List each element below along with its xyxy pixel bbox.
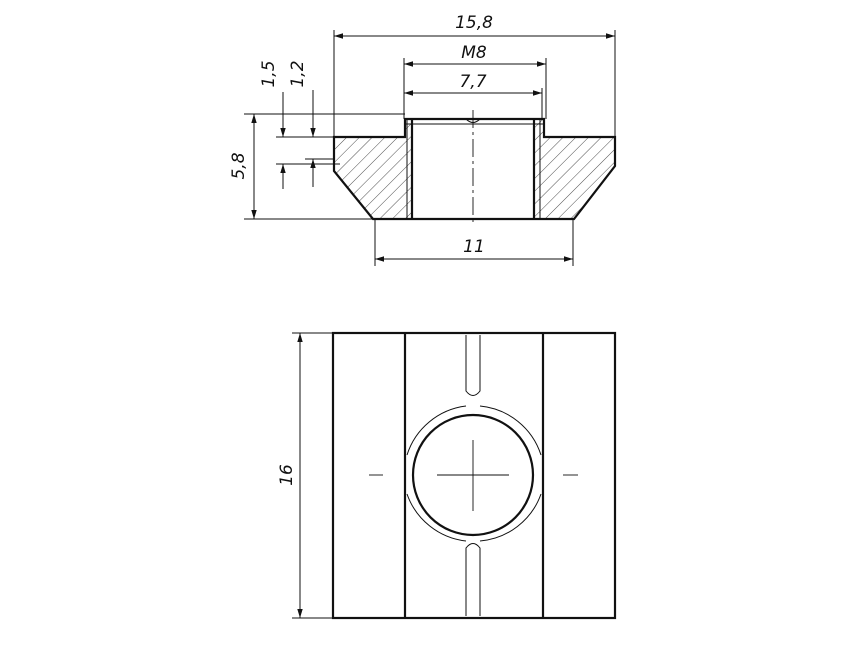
plan-outline xyxy=(331,331,617,620)
dim-base-width: 11 xyxy=(374,219,574,266)
hole-circle xyxy=(411,413,535,537)
dim-height: 5,8 xyxy=(229,113,405,220)
dim-base-width-label: 11 xyxy=(463,237,485,257)
slot-groove-top xyxy=(465,335,481,396)
dim-thread-label: M8 xyxy=(461,43,487,63)
section-right-hatch xyxy=(534,119,615,219)
counterbore-arc-top xyxy=(406,405,467,456)
dim-step-2-label: 1,2 xyxy=(288,60,308,87)
dim-height-label: 5,8 xyxy=(229,152,249,179)
dim-bore-label: 7,7 xyxy=(459,72,486,92)
dim-overall-width-label: 15,8 xyxy=(455,13,493,33)
counterbore-arc-bot xyxy=(406,493,467,542)
section-view xyxy=(332,110,617,224)
slot-groove-bottom xyxy=(465,543,481,616)
dim-step-2: 1,2 xyxy=(288,60,334,187)
section-left-hatch xyxy=(334,119,412,219)
dim-length: 16 xyxy=(277,332,333,619)
counterbore-arc-top-r xyxy=(479,405,542,456)
dim-step-1-label: 1,5 xyxy=(259,60,279,87)
counterbore-arc-bot-r xyxy=(479,493,542,542)
dim-length-label: 16 xyxy=(277,464,297,486)
dim-overall-width: 15,8 xyxy=(333,13,616,137)
plan-view xyxy=(331,331,617,620)
